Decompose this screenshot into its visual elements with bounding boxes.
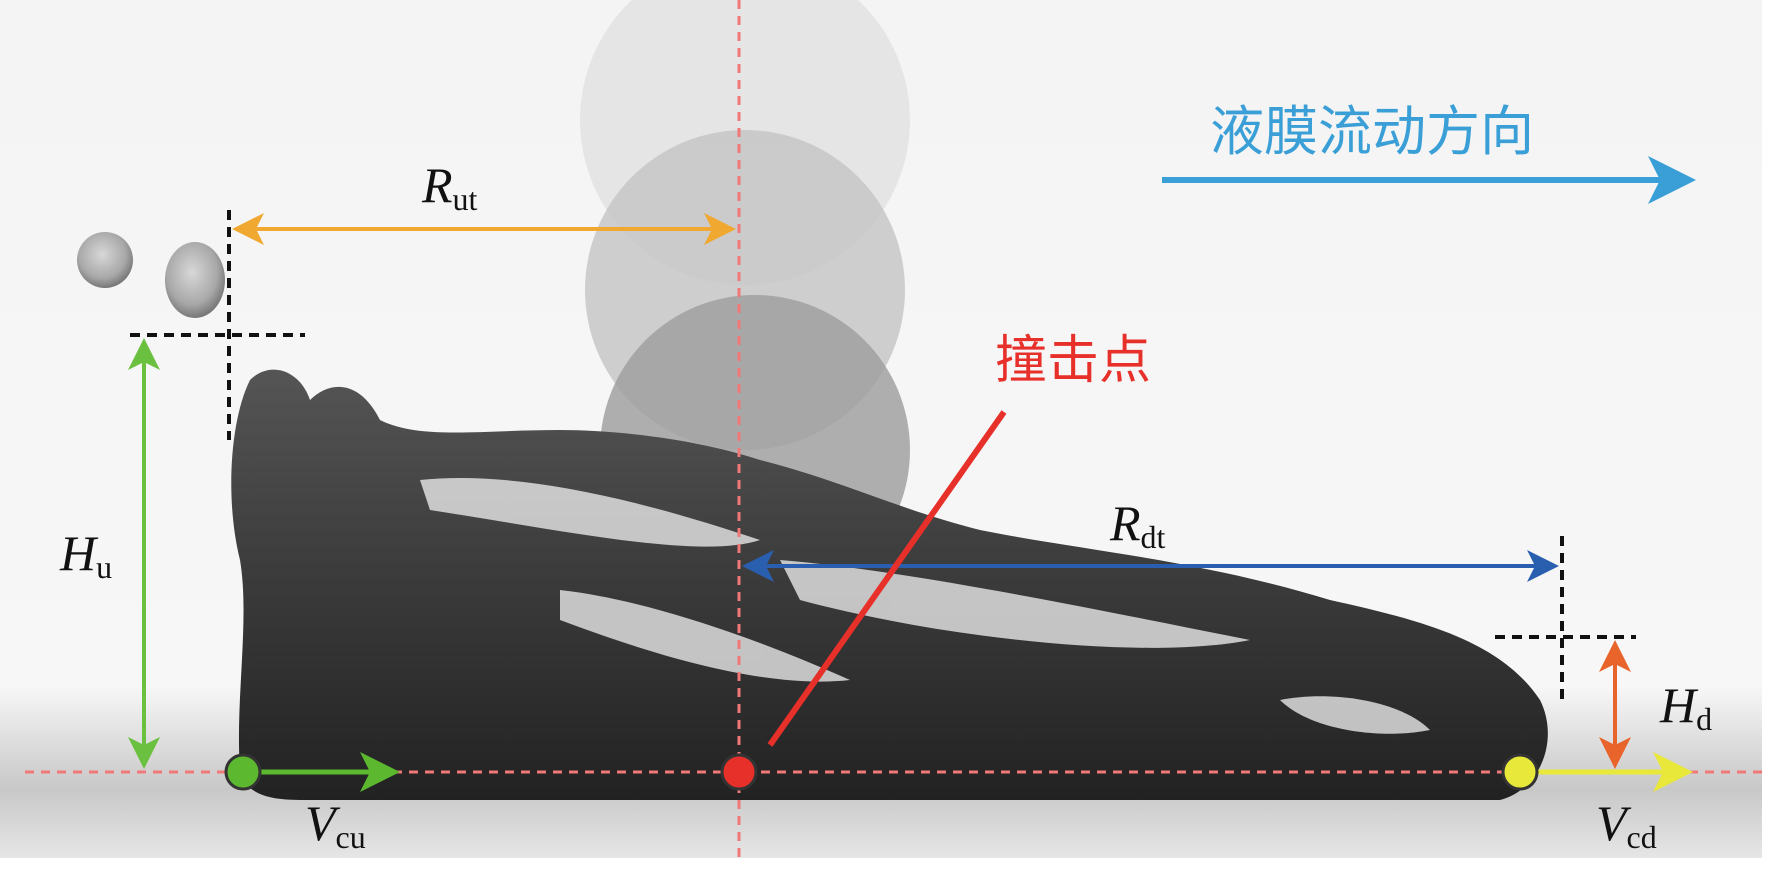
impact-pointer-line (767, 410, 1007, 747)
downstream-crest-marker (1495, 536, 1636, 700)
secondary-droplets (77, 232, 225, 318)
impact-point-label: 撞击点 (995, 331, 1151, 391)
upstream-contact-point (224, 753, 262, 791)
downstream-contact-point (1501, 753, 1539, 791)
upstream-crest-marker (130, 210, 305, 440)
h-u-label: Hu (59, 525, 112, 585)
flow-direction-label: 液膜流动方向 (1210, 100, 1534, 163)
r-ut-label: Rut (421, 157, 478, 217)
v-cu-label: Vcu (305, 795, 366, 855)
v-cd-label: Vcd (1596, 795, 1657, 855)
r-dt-label: Rdt (1109, 495, 1166, 555)
h-d-label: Hd (1659, 677, 1712, 737)
impact-point-marker (720, 753, 758, 791)
